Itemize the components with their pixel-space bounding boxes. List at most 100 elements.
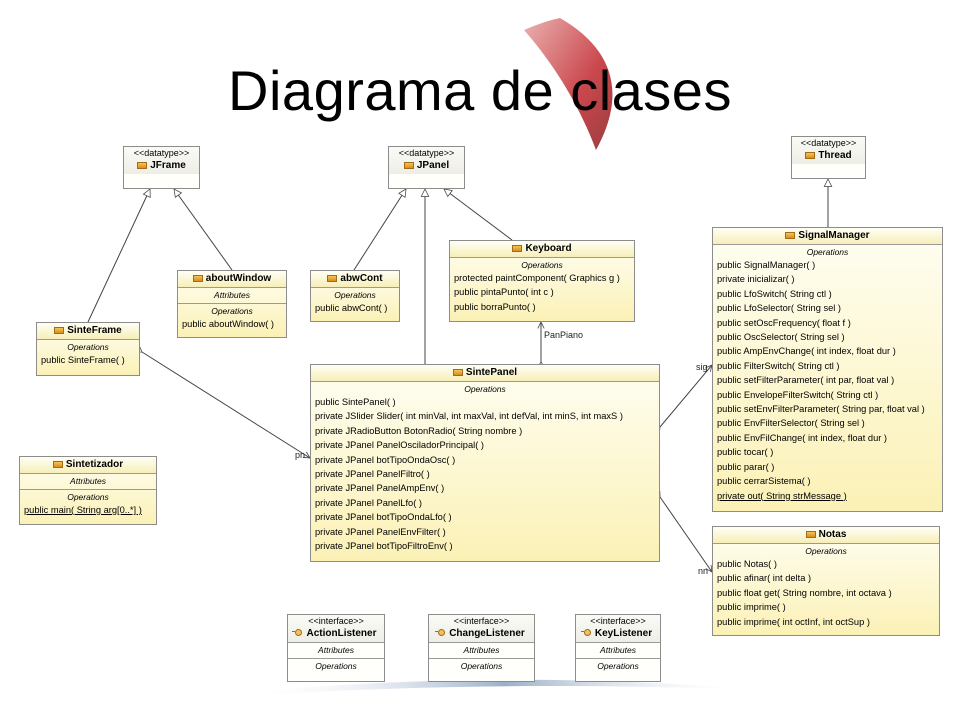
class-icon [327,275,338,282]
class-name: Thread [818,150,852,161]
operations-label: Operations [334,290,376,300]
operation: public FilterSwitch( String ctl ) [717,360,840,371]
datatype-icon [805,152,816,159]
class-stereotype: <<interface>> [590,616,646,626]
operation: public aboutWindow( ) [182,319,274,329]
class-signalmanager: SignalManager Operations public SignalMa… [712,227,943,512]
operation: public tocar( ) [717,447,774,458]
operation: public imprime( int octInf, int octSup ) [717,616,870,627]
operation: public setFilterParameter( int par, floa… [717,375,895,386]
gen-aboutwindow-jframe [174,189,233,271]
class-sintetizador: Sintetizador Attributes Operations publi… [19,456,157,525]
class-name: Keyboard [525,243,572,254]
class-aboutwindow: aboutWindow Attributes Operations public… [177,270,287,338]
class-icon [805,531,816,538]
operation: public LfoSelector( String sel ) [717,303,842,314]
class-sinteframe: SinteFrame Operations public SinteFrame(… [36,322,140,376]
operation: public float get( String nombre, int oct… [717,587,892,598]
operation: public SignalManager( ) [717,260,816,270]
class-name: SintePanel [465,367,518,378]
class-notas: Notas Operations public Notas( ) public … [712,526,940,636]
class-icon [192,275,203,282]
attributes-label: Attributes [214,290,250,300]
assoc-sintepanel-signalmanager [660,365,712,427]
attributes-label: Attributes [70,476,106,486]
blue-swoosh [250,679,760,696]
interface-changelistener: <<interface>> ChangeListener Attributes … [428,614,535,682]
class-name: ChangeListener [449,628,525,639]
operation: public afinar( int delta ) [717,573,812,584]
operation: public parar( ) [717,461,775,472]
class-name: Sintetizador [65,459,124,470]
operation: private out( String strMessage ) [717,490,847,501]
class-abwcont: abwCont Operations public abwCont( ) [310,270,400,322]
class-name: Notas [818,529,847,540]
class-icon [52,461,63,468]
class-jpanel: <<datatype>> JPanel [388,146,465,189]
operation: private JRadioButton BotonRadio( String … [315,425,523,436]
operations-label: Operations [67,342,109,352]
operations-label: Operations [805,546,847,556]
operation: public cerrarSistema( ) [717,476,811,487]
red-swoosh [524,18,613,150]
operation: public OscSelector( String sel ) [717,332,845,343]
operation: private JPanel botTipoOndaOsc( ) [315,454,456,465]
class-icon [452,369,463,376]
operations-label: Operations [211,306,253,316]
operation: public AmpEnvChange( int index, float du… [717,346,896,357]
class-name: aboutWindow [205,273,272,284]
operation: private JPanel botTipoOndaLfo( ) [315,512,452,523]
class-stereotype: <<datatype>> [800,138,857,148]
operation: private JPanel PanelOsciladorPrincipal( … [315,440,484,451]
gen-sinteframe-jframe [87,189,150,323]
operation: public main( String arg[0..*] ) [24,505,142,515]
operation: public SinteFrame( ) [41,355,125,365]
operation: private inicializar( ) [717,274,795,285]
operation: public EnvelopeFilterSwitch( String ctl … [717,389,879,400]
attributes-label: Attributes [463,645,500,655]
gen-keyboard-jpanel [444,189,513,241]
class-name: KeyListener [594,628,653,639]
operations-label: Operations [806,247,849,257]
class-keyboard: Keyboard Operations protected paintCompo… [449,240,635,322]
gen-abwcont-jpanel [353,189,406,271]
operations-label: Operations [521,260,563,270]
operation: public EnvFilChange( int index, float du… [717,432,888,443]
interface-icon [580,629,591,636]
class-name: SinteFrame [67,325,122,336]
operation: public Notas( ) [717,559,777,569]
operation: private JSlider Slider( int minVal, int … [315,411,623,422]
operation: public imprime( ) [717,602,786,613]
interface-actionlistener: <<interface>> ActionListener Attributes … [287,614,385,682]
operation: private JPanel PanelFiltro( ) [315,469,430,480]
label-nm: nn [698,566,709,576]
attributes-label: Attributes [600,645,636,655]
operation: private JPanel botTipoFiltroEnv( ) [315,541,453,552]
operation: public setOscFrequency( float f ) [717,317,851,328]
class-icon [54,327,65,334]
interface-icon [292,629,303,636]
class-stereotype: <<datatype>> [133,148,190,158]
operation: public borraPunto( ) [454,301,536,312]
class-name: abwCont [340,273,383,284]
operation: private JPanel PanelAmpEnv( ) [315,483,445,494]
operation: public SintePanel( ) [315,397,396,407]
label-pn: pn [295,450,306,460]
class-stereotype: <<interface>> [453,616,510,626]
interface-keylistener: <<interface>> KeyListener Attributes Ope… [575,614,661,682]
class-sintepanel: SintePanel Operations public SintePanel(… [310,364,660,562]
attributes-label: Attributes [318,645,354,655]
class-icon [512,245,523,252]
class-name: JFrame [150,160,186,171]
operations-label: Operations [460,661,503,671]
class-name: ActionListener [306,628,377,639]
class-name: JPanel [416,160,450,171]
operation: private JPanel PanelEnvFilter( ) [315,526,446,537]
class-name: SignalManager [798,230,870,241]
operations-label: Operations [597,661,639,671]
assoc-sinteframe-sintepanel [142,352,310,458]
class-stereotype: <<interface>> [308,616,364,626]
label-panpiano: PanPiano [544,330,584,340]
